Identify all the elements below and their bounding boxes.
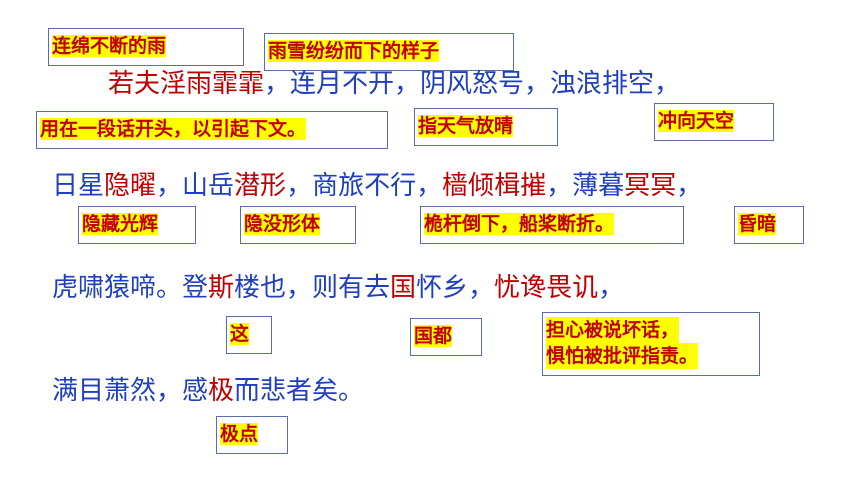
text-line-2: 日星隐曜，山岳潜形，商旅不行，樯倾楫摧，薄暮冥冥， [52,170,702,202]
note-text: 指天气放晴 [418,115,514,137]
note-qiangqing: 桅杆倒下，船桨断折。 [420,206,684,244]
note-text: 冲向天空 [658,110,735,132]
note-text: 隐没形体 [244,213,321,235]
text-line-1: 若夫淫雨霏霏，连月不开，阴风怒号，浊浪排空， [108,68,680,100]
note-text: 雨雪纷纷而下的样子 [268,40,440,62]
passage-text: ，山岳 [156,171,235,201]
note-text-line-1: 担心被说坏话， [546,317,680,343]
highlighted-phrase: 冥冥 [624,171,677,201]
note-text-line-2: 惧怕被批评指责。 [546,343,699,369]
note-text: 桅杆倒下，船桨断折。 [424,213,615,235]
note-kai: 指天气放晴 [414,108,558,146]
note-text: 极点 [220,423,259,445]
passage-text: 楼也，则有去 [234,273,391,303]
note-text: 用在一段话开头，以引起下文。 [40,118,307,140]
note-text: 昏暗 [738,213,777,235]
note-guo: 国都 [410,318,482,356]
highlighted-phrase: 极 [208,376,235,406]
note-text: 隐藏光辉 [82,213,159,235]
highlighted-phrase: 国 [390,273,417,303]
passage-text: ，薄暮 [546,171,625,201]
highlighted-phrase: 斯 [208,273,235,303]
text-line-4: 满目萧然，感极而悲者矣。 [52,375,364,407]
note-si: 这 [226,316,272,354]
note-qianxing: 隐没形体 [240,206,356,244]
passage-text: 日星 [52,171,105,201]
passage-text: ， [676,171,703,201]
note-ji: 极点 [216,416,288,454]
highlighted-phrase: 若夫淫雨霏霏 [108,69,265,99]
passage-text: 怀乡， [416,273,495,303]
note-text: 连绵不断的雨 [52,35,167,57]
note-text: 国都 [414,325,453,347]
passage-text: ， [598,273,625,303]
highlighted-phrase: 樯倾楫摧 [442,171,547,201]
note-yinyao: 隐藏光辉 [78,206,196,244]
passage-text: 而悲者矣。 [234,376,365,406]
passage-text: 满目萧然，感 [52,376,209,406]
passage-text: ，连月不开，阴风怒号，浊浪排空， [264,69,681,99]
text-line-3: 虎啸猿啼。登斯楼也，则有去国怀乡，忧谗畏讥， [52,272,624,304]
note-yuxue: 雨雪纷纷而下的样子 [264,33,514,71]
passage-text: 虎啸猿啼。登 [52,273,209,303]
note-youchan: 担心被说坏话， 惧怕被批评指责。 [542,312,760,376]
note-text: 这 [230,323,250,345]
highlighted-phrase: 潜形 [234,171,287,201]
note-mingming: 昏暗 [734,206,804,244]
highlighted-phrase: 隐曜 [104,171,157,201]
note-ruofu: 用在一段话开头，以引起下文。 [36,111,388,149]
passage-text: ，商旅不行， [286,171,443,201]
note-lianmian: 连绵不断的雨 [48,28,244,66]
highlighted-phrase: 忧谗畏讥 [494,273,599,303]
note-paikong: 冲向天空 [654,103,774,141]
